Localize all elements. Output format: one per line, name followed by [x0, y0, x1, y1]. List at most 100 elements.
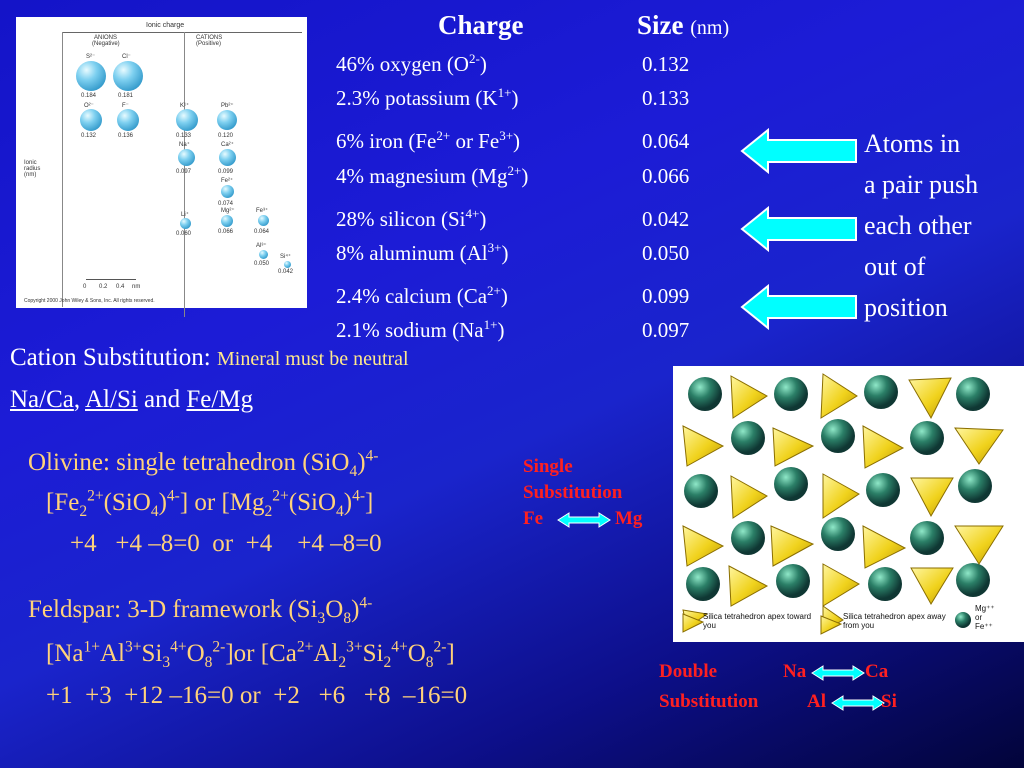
single-substitution: Single Substitution Fe Mg: [523, 454, 642, 532]
copyright: Copyright 2000 John Wiley & Sons, Inc. A…: [24, 298, 155, 304]
legend-apex-away: Silica tetrahedron apex away from you: [843, 612, 946, 630]
element-row: 4% magnesium (Mg2+): [336, 164, 528, 189]
scale-bar: [86, 279, 136, 280]
ion-label: S²⁻: [86, 54, 96, 60]
element-size: 0.064: [642, 129, 690, 153]
ion-sphere: [117, 109, 139, 131]
charge-sup: 2+: [487, 283, 501, 298]
element-name: 6% iron (Fe: [336, 129, 437, 153]
substitution-label: Substitution: [523, 482, 623, 503]
olivine-line-2: [Fe22+(SiO4)4-] or [Mg22+(SiO4)4-]: [46, 487, 374, 520]
element-name: 2.3% potassium (K: [336, 86, 498, 110]
ion-value: 0.133: [176, 133, 192, 139]
olivine-line-1: Olivine: single tetrahedron (SiO4)4-: [28, 447, 379, 480]
paren: ): [501, 241, 509, 265]
swap-left: Fe: [523, 508, 544, 529]
ion-sphere: [219, 149, 236, 166]
element-size: 0.050: [642, 241, 690, 265]
element-row: 2.1% sodium (Na1+): [336, 318, 504, 343]
left-arrow-icon: [740, 128, 857, 174]
ion-sphere: [178, 149, 195, 166]
charge-sup: 2+: [507, 163, 522, 178]
anions-sublabel: (Negative): [92, 41, 120, 47]
ion-sphere: [258, 215, 269, 226]
ion-label: O²⁻: [84, 103, 94, 109]
double-arrow-icon: [831, 695, 885, 711]
double-label: Double: [659, 661, 718, 682]
atoms-note: Atoms in a pair push each other out of p…: [864, 123, 978, 328]
size-unit: (nm): [690, 17, 730, 39]
ion-value: 0.120: [218, 133, 234, 139]
pair-al-si: Al/Si: [85, 386, 138, 413]
charge-header: Charge: [438, 10, 524, 40]
cations-sublabel: (Positive): [196, 41, 222, 47]
note-line: out of: [864, 252, 926, 281]
legend-mg-fe: Mg⁺⁺ or Fe⁺⁺: [975, 604, 995, 631]
cation-title-line: Cation Substitution: Mineral must be neu…: [10, 344, 409, 372]
ion-value: 0.060: [176, 231, 192, 237]
ion-value: 0.184: [81, 93, 97, 99]
ion-value: 0.136: [118, 133, 134, 139]
ionic-radius-chart: Ionic charge ANIONS (Negative) CATIONS (…: [16, 17, 307, 317]
substitution-label: Substitution: [659, 691, 759, 712]
ion-value: 0.066: [218, 229, 234, 235]
note-line: Atoms in: [864, 129, 961, 158]
swap-si: Si: [881, 691, 897, 712]
element-name: 2.1% sodium (Na: [336, 318, 484, 342]
charge-sup: 3+: [499, 128, 514, 143]
ion-label: Fe²⁺: [221, 178, 234, 184]
double-arrow-icon: [557, 512, 611, 528]
scale-1: 0.2: [99, 284, 108, 290]
element-size: 0.042: [642, 207, 690, 231]
element-row: 8% aluminum (Al3+): [336, 241, 509, 266]
ion-value: 0.181: [118, 93, 134, 99]
pairs-line: Na/Ca, Al/Si and Fe/Mg: [10, 386, 253, 414]
element-alt: or Fe: [450, 129, 500, 153]
note-line: position: [864, 293, 948, 322]
comma: ,: [73, 386, 81, 413]
charge-sup: 2-: [468, 51, 480, 66]
olivine-charges: +4 +4 –8=0 or +4 +4 –8=0: [70, 530, 382, 557]
ion-sphere: [180, 218, 191, 229]
ion-value: 0.099: [218, 169, 234, 175]
charge-sup: 1+: [483, 317, 498, 332]
element-size: 0.133: [642, 86, 690, 110]
ion-label: Ca²⁺: [221, 142, 234, 148]
anions-label: ANIONS: [94, 35, 118, 41]
size-header: Size (nm): [637, 10, 729, 41]
ion-label: Cl⁻: [122, 54, 131, 60]
scale-unit: nm: [132, 284, 141, 290]
ion-value: 0.050: [254, 261, 270, 267]
ion-label: Mg²⁺: [221, 208, 235, 214]
ion-label: Na⁺: [179, 142, 190, 148]
left-arrow-icon: [740, 284, 857, 330]
element-row: 46% oxygen (O2-): [336, 52, 487, 77]
element-size: 0.132: [642, 52, 690, 76]
element-size: 0.099: [642, 284, 690, 308]
ion-sphere: [221, 215, 233, 227]
legend-or: or: [975, 613, 983, 622]
element-name: 8% aluminum (Al: [336, 241, 488, 265]
structure-diagram: [682, 373, 1004, 635]
ion-sphere: [176, 109, 198, 131]
and-word: and: [144, 386, 181, 413]
ion-label: Pb²⁺: [221, 103, 234, 109]
ion-label: Al³⁺: [256, 243, 267, 249]
ion-sphere: [284, 261, 291, 268]
note-line: a pair push: [864, 170, 979, 199]
left-arrow-icon: [740, 206, 857, 252]
feldspar-charges: +1 +3 +12 –16=0 or +2 +6 +8 –16=0: [46, 682, 468, 709]
paren: ): [513, 129, 521, 153]
paren: ): [497, 318, 505, 342]
ion-sphere: [259, 250, 268, 259]
ion-value: 0.074: [218, 201, 234, 207]
element-size: 0.066: [642, 164, 690, 188]
element-row: 2.3% potassium (K1+): [336, 86, 518, 111]
olivine-structure-image: Silica tetrahedron apex toward you Silic…: [673, 366, 1024, 642]
fe-mg-swap: Fe Mg: [523, 506, 642, 532]
charge-sup: 1+: [497, 85, 512, 100]
ion-value: 0.132: [81, 133, 97, 139]
cation-title: Cation Substitution:: [10, 344, 211, 371]
legend-apex-toward: Silica tetrahedron apex toward you: [703, 612, 812, 630]
paren: ): [479, 52, 487, 76]
